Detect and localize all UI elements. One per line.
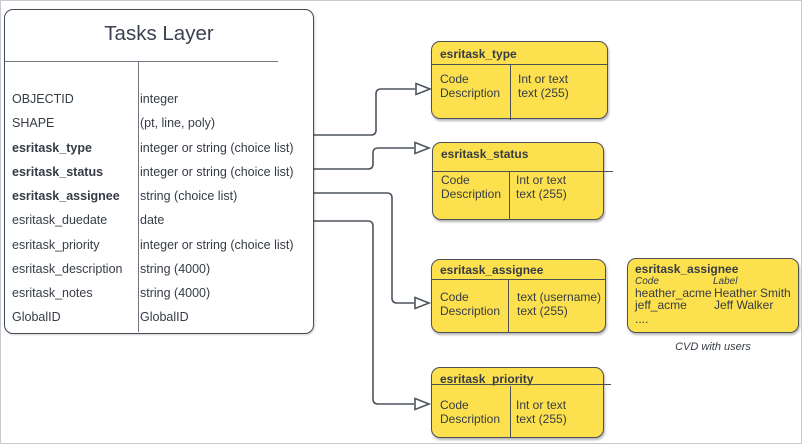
cvd-box-esritask-assignee: esritask_assignee Code Label heather_acm… — [627, 258, 799, 333]
cvd-caption: CVD with users — [675, 341, 751, 353]
field-row: esritask_type integer or string (choice l… — [5, 136, 313, 160]
arrowhead-icon — [414, 397, 432, 411]
domain-header-divider — [431, 278, 606, 280]
domain-header-divider — [431, 384, 611, 385]
domain-left-column: Code Description — [440, 290, 501, 318]
field-row: GlobalID GlobalID — [5, 305, 313, 329]
field-name: SHAPE — [12, 116, 55, 131]
cvd-code-cell: jeff_acme — [635, 298, 687, 312]
domain-left-column: Code Description — [440, 72, 501, 100]
field-name: esritask_status — [12, 164, 104, 179]
tasks-layer-table: Tasks Layer OBJECTID integer SHAPE (pt, li… — [4, 9, 314, 334]
domain-box-esritask-status: esritask_status Code Description Int or … — [432, 142, 613, 220]
field-row: esritask_notes string (4000) — [5, 281, 313, 305]
domain-cell: text (255) — [516, 411, 567, 426]
arrowhead-icon — [415, 82, 433, 96]
cvd-label-cell: Heather Smith — [714, 286, 791, 300]
domain-cell: Int or text — [518, 72, 569, 86]
field-row: OBJECTID integer — [5, 87, 313, 111]
domain-cell: text (255) — [518, 85, 569, 100]
field-type: integer or string (choice list) — [140, 164, 294, 179]
domain-cell: Code — [440, 398, 469, 412]
field-name: OBJECTID — [12, 92, 74, 107]
domain-left-column: Code Description — [440, 398, 501, 426]
field-name: esritask_description — [12, 261, 123, 276]
field-rows: OBJECTID integer SHAPE (pt, line, poly) es… — [5, 87, 313, 330]
cvd-code-header: Code — [635, 276, 659, 287]
field-row: esritask_assignee string (choice list) — [5, 184, 313, 208]
field-type: GlobalID — [140, 310, 189, 325]
domain-right-column: Int or text text (255) — [516, 173, 567, 201]
field-row: esritask_status integer or string (choice… — [5, 160, 313, 184]
arrowhead-icon — [414, 296, 432, 310]
field-type: string (4000) — [140, 261, 211, 276]
field-type: (pt, line, poly) — [140, 116, 216, 131]
connector-esritask-priority — [314, 220, 432, 411]
domain-title: esritask_status — [441, 147, 529, 161]
domain-cell: Code — [440, 290, 469, 304]
field-type: string (choice list) — [140, 189, 238, 204]
domain-cell: Code — [441, 173, 470, 187]
cvd-label-cell: Jeff Walker — [714, 298, 774, 312]
connector-esritask-assignee — [314, 192, 432, 310]
domain-cell: Description — [440, 411, 501, 426]
domain-cell: text (255) — [517, 303, 568, 318]
table-title: Tasks Layer — [104, 22, 214, 45]
domain-cell: Int or text — [516, 173, 567, 187]
domain-column-divider — [510, 65, 511, 120]
cvd-code-cell: .... — [635, 312, 649, 326]
domain-cell: Int or text — [516, 398, 567, 412]
domain-title: esritask_priority — [440, 372, 534, 386]
domain-box-esritask-priority: esritask_priority Code Description Int o… — [431, 367, 611, 438]
table-column-divider — [138, 61, 139, 332]
cvd-title: esritask_assignee — [635, 262, 739, 276]
domain-right-column: Int or text text (255) — [518, 72, 569, 100]
field-row: esritask_priority integer or string (choi… — [5, 233, 313, 257]
domain-cell: Description — [441, 186, 502, 201]
domain-column-divider — [509, 172, 510, 220]
cvd-code-cell: heather_acme — [635, 286, 712, 300]
domain-box-esritask-type: esritask_type Code Description Int or te… — [431, 41, 608, 120]
field-type: integer — [140, 92, 179, 107]
field-type: integer or string (choice list) — [140, 237, 294, 252]
field-name: esritask_notes — [12, 286, 93, 301]
connector-esritask-type — [314, 82, 433, 136]
field-name: esritask_priority — [12, 237, 100, 252]
field-name: esritask_assignee — [12, 189, 120, 204]
domain-right-column: Int or text text (255) — [516, 398, 567, 426]
domain-header-divider — [431, 63, 608, 65]
domain-column-divider — [510, 385, 511, 438]
field-type: string (4000) — [140, 286, 211, 301]
domain-cell: Description — [440, 303, 501, 318]
field-row: esritask_description string (4000) — [5, 257, 313, 281]
cvd-label-header: Label — [713, 276, 738, 287]
field-name: esritask_type — [12, 140, 92, 155]
table-header-divider — [5, 61, 278, 62]
field-name: esritask_duedate — [12, 213, 108, 228]
field-type: integer or string (choice list) — [140, 140, 294, 155]
domain-cell: Description — [440, 85, 501, 100]
domain-right-column: text (username) text (255) — [517, 290, 602, 318]
domain-cell: text (255) — [516, 186, 567, 201]
domain-title: esritask_type — [440, 47, 517, 61]
arrowhead-icon — [414, 141, 432, 155]
connector-esritask-status — [314, 141, 432, 170]
domain-box-esritask-assignee: esritask_assignee Code Description text … — [431, 259, 606, 333]
domain-column-divider — [508, 280, 509, 333]
field-row: esritask_duedate date — [5, 208, 313, 232]
field-type: date — [140, 213, 165, 228]
field-row: SHAPE (pt, line, poly) — [5, 111, 313, 135]
domain-header-divider — [432, 170, 613, 172]
domain-cell: Code — [440, 72, 469, 86]
domain-cell: text (username) — [517, 290, 602, 304]
domain-title: esritask_assignee — [440, 263, 544, 277]
field-name: GlobalID — [12, 310, 61, 325]
domain-left-column: Code Description — [441, 173, 502, 201]
